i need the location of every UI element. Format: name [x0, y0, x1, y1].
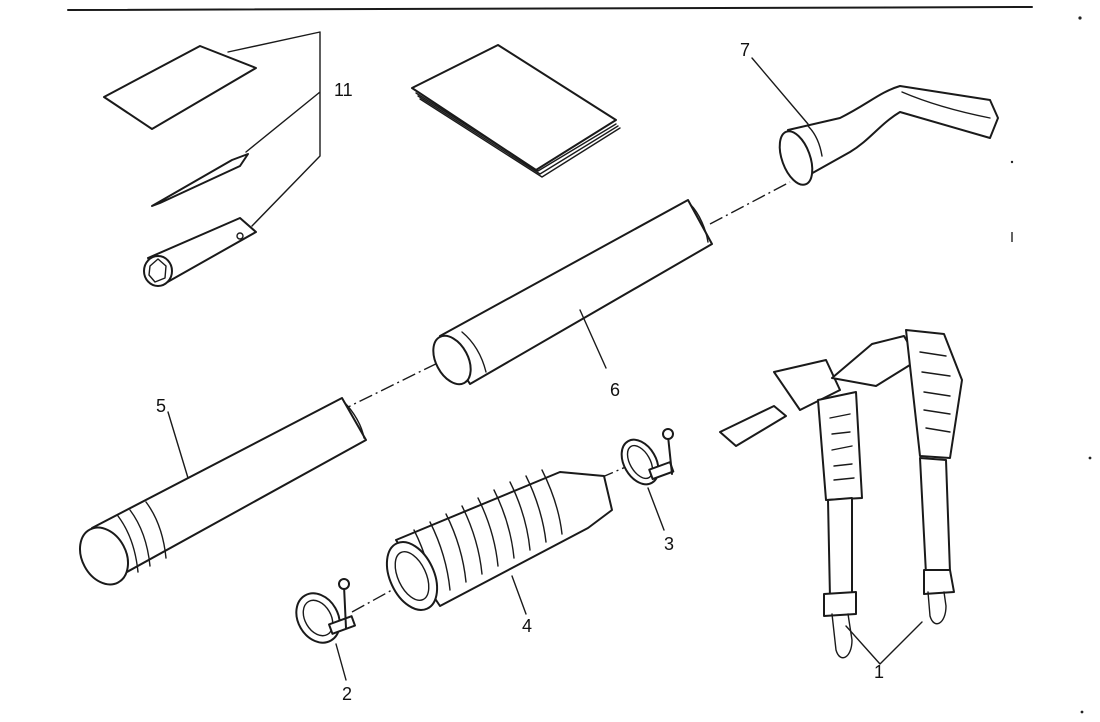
scan-marks	[1010, 16, 1092, 714]
pipe-lower	[79, 397, 367, 586]
shoulder-harness	[719, 329, 963, 665]
hose-clamp-lower	[295, 578, 356, 681]
leader-2	[335, 643, 347, 681]
pipe-upper	[432, 199, 713, 386]
leader-11	[227, 31, 321, 227]
leader-6	[579, 309, 607, 369]
tool-kit-group	[103, 31, 321, 287]
leader-5	[167, 411, 189, 479]
leader-3	[647, 487, 665, 531]
leader-7	[751, 57, 809, 125]
hose-clamp-upper	[620, 428, 675, 531]
bellows-hose	[385, 469, 613, 615]
nozzle	[751, 57, 999, 186]
instruction-sheet	[103, 45, 257, 130]
callout-label-1: 1	[874, 662, 884, 682]
callout-label-6: 6	[610, 380, 620, 400]
top-rule	[67, 6, 1033, 11]
callout-label-4: 4	[522, 616, 532, 636]
box-wrench	[143, 217, 257, 287]
callout-label-7: 7	[740, 40, 750, 60]
leader-4	[511, 575, 527, 615]
callout-label-2: 2	[342, 684, 352, 704]
owners-manual	[411, 44, 621, 178]
callout-label-3: 3	[664, 534, 674, 554]
callout-label-5: 5	[156, 396, 166, 416]
leader-1	[845, 621, 923, 665]
pin-tool	[151, 153, 249, 207]
callout-label-11: 11	[334, 80, 353, 100]
